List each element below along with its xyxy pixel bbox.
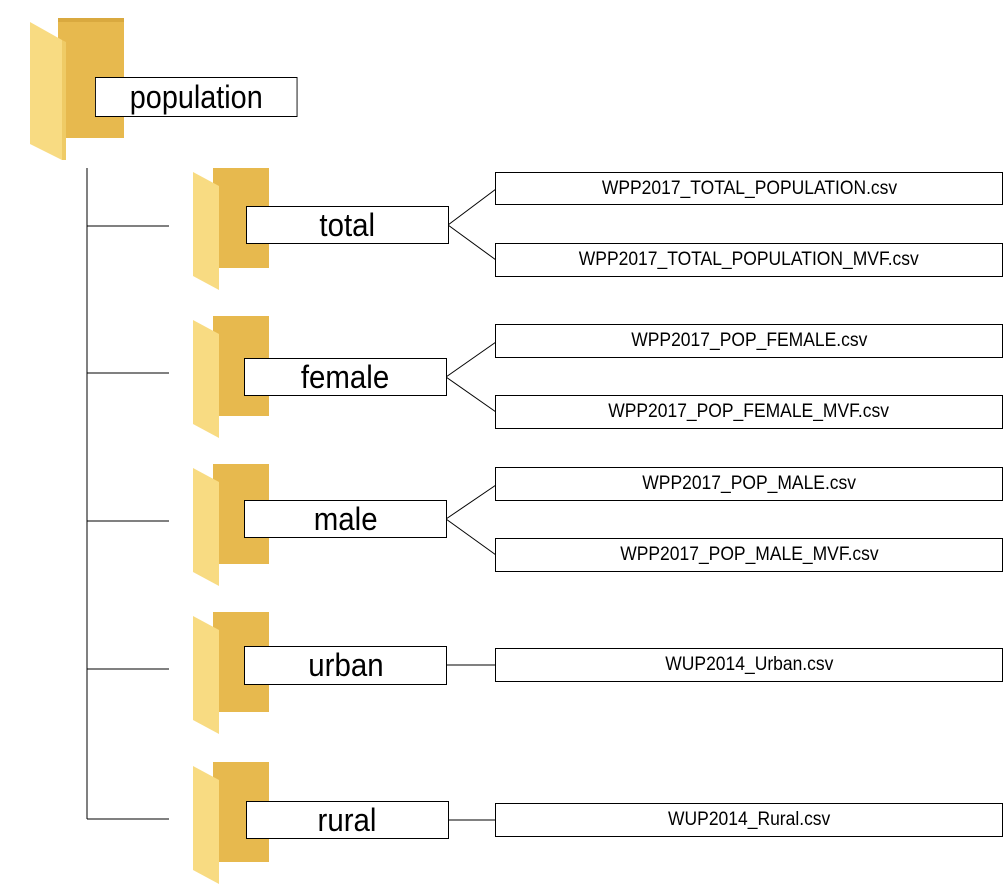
file-box[interactable]: WPP2017_POP_MALE.csv — [495, 467, 1003, 501]
folder-label: female — [301, 358, 390, 395]
file-label: WPP2017_POP_FEMALE.csv — [630, 330, 868, 351]
file-box[interactable]: WPP2017_TOTAL_POPULATION_MVF.csv — [495, 243, 1003, 277]
file-box[interactable]: WUP2014_Rural.csv — [495, 803, 1003, 837]
folder-rural[interactable]: rural — [246, 801, 449, 839]
folder-male[interactable]: male — [244, 500, 447, 538]
folder-label: rural — [318, 801, 377, 838]
root-folder-text: population — [129, 78, 263, 115]
folder-icon — [193, 612, 269, 734]
file-label: WPP2017_TOTAL_POPULATION_MVF.csv — [578, 249, 919, 270]
file-label: WPP2017_POP_MALE_MVF.csv — [619, 544, 879, 565]
folder-icon — [30, 18, 124, 160]
file-line — [445, 484, 497, 520]
folder-urban[interactable]: urban — [244, 646, 447, 685]
folder-icon — [193, 168, 269, 290]
folder-icon — [193, 762, 269, 884]
file-box[interactable]: WPP2017_POP_MALE_MVF.csv — [495, 538, 1003, 572]
file-label: WUP2014_Urban.csv — [664, 654, 834, 675]
folder-label: total — [319, 206, 376, 243]
folder-female[interactable]: female — [244, 358, 447, 396]
file-box[interactable]: WPP2017_TOTAL_POPULATION.csv — [495, 172, 1003, 205]
folder-total[interactable]: total — [246, 206, 449, 244]
folder-label: male — [313, 500, 378, 537]
file-box[interactable]: WPP2017_POP_FEMALE_MVF.csv — [495, 395, 1003, 429]
file-line — [447, 224, 497, 261]
file-label: WPP2017_POP_MALE.csv — [642, 473, 856, 494]
file-box[interactable]: WPP2017_POP_FEMALE.csv — [495, 324, 1003, 358]
file-line — [445, 376, 497, 413]
file-line — [445, 341, 497, 378]
file-line — [447, 188, 497, 226]
file-box[interactable]: WUP2014_Urban.csv — [495, 648, 1003, 682]
file-label: WPP2017_POP_FEMALE_MVF.csv — [608, 401, 890, 422]
file-label: WPP2017_TOTAL_POPULATION.csv — [601, 177, 897, 199]
file-label: WUP2014_Rural.csv — [667, 809, 831, 830]
root-folder-label[interactable]: population — [95, 77, 298, 117]
folder-label: urban — [307, 647, 384, 683]
file-line — [445, 518, 497, 556]
